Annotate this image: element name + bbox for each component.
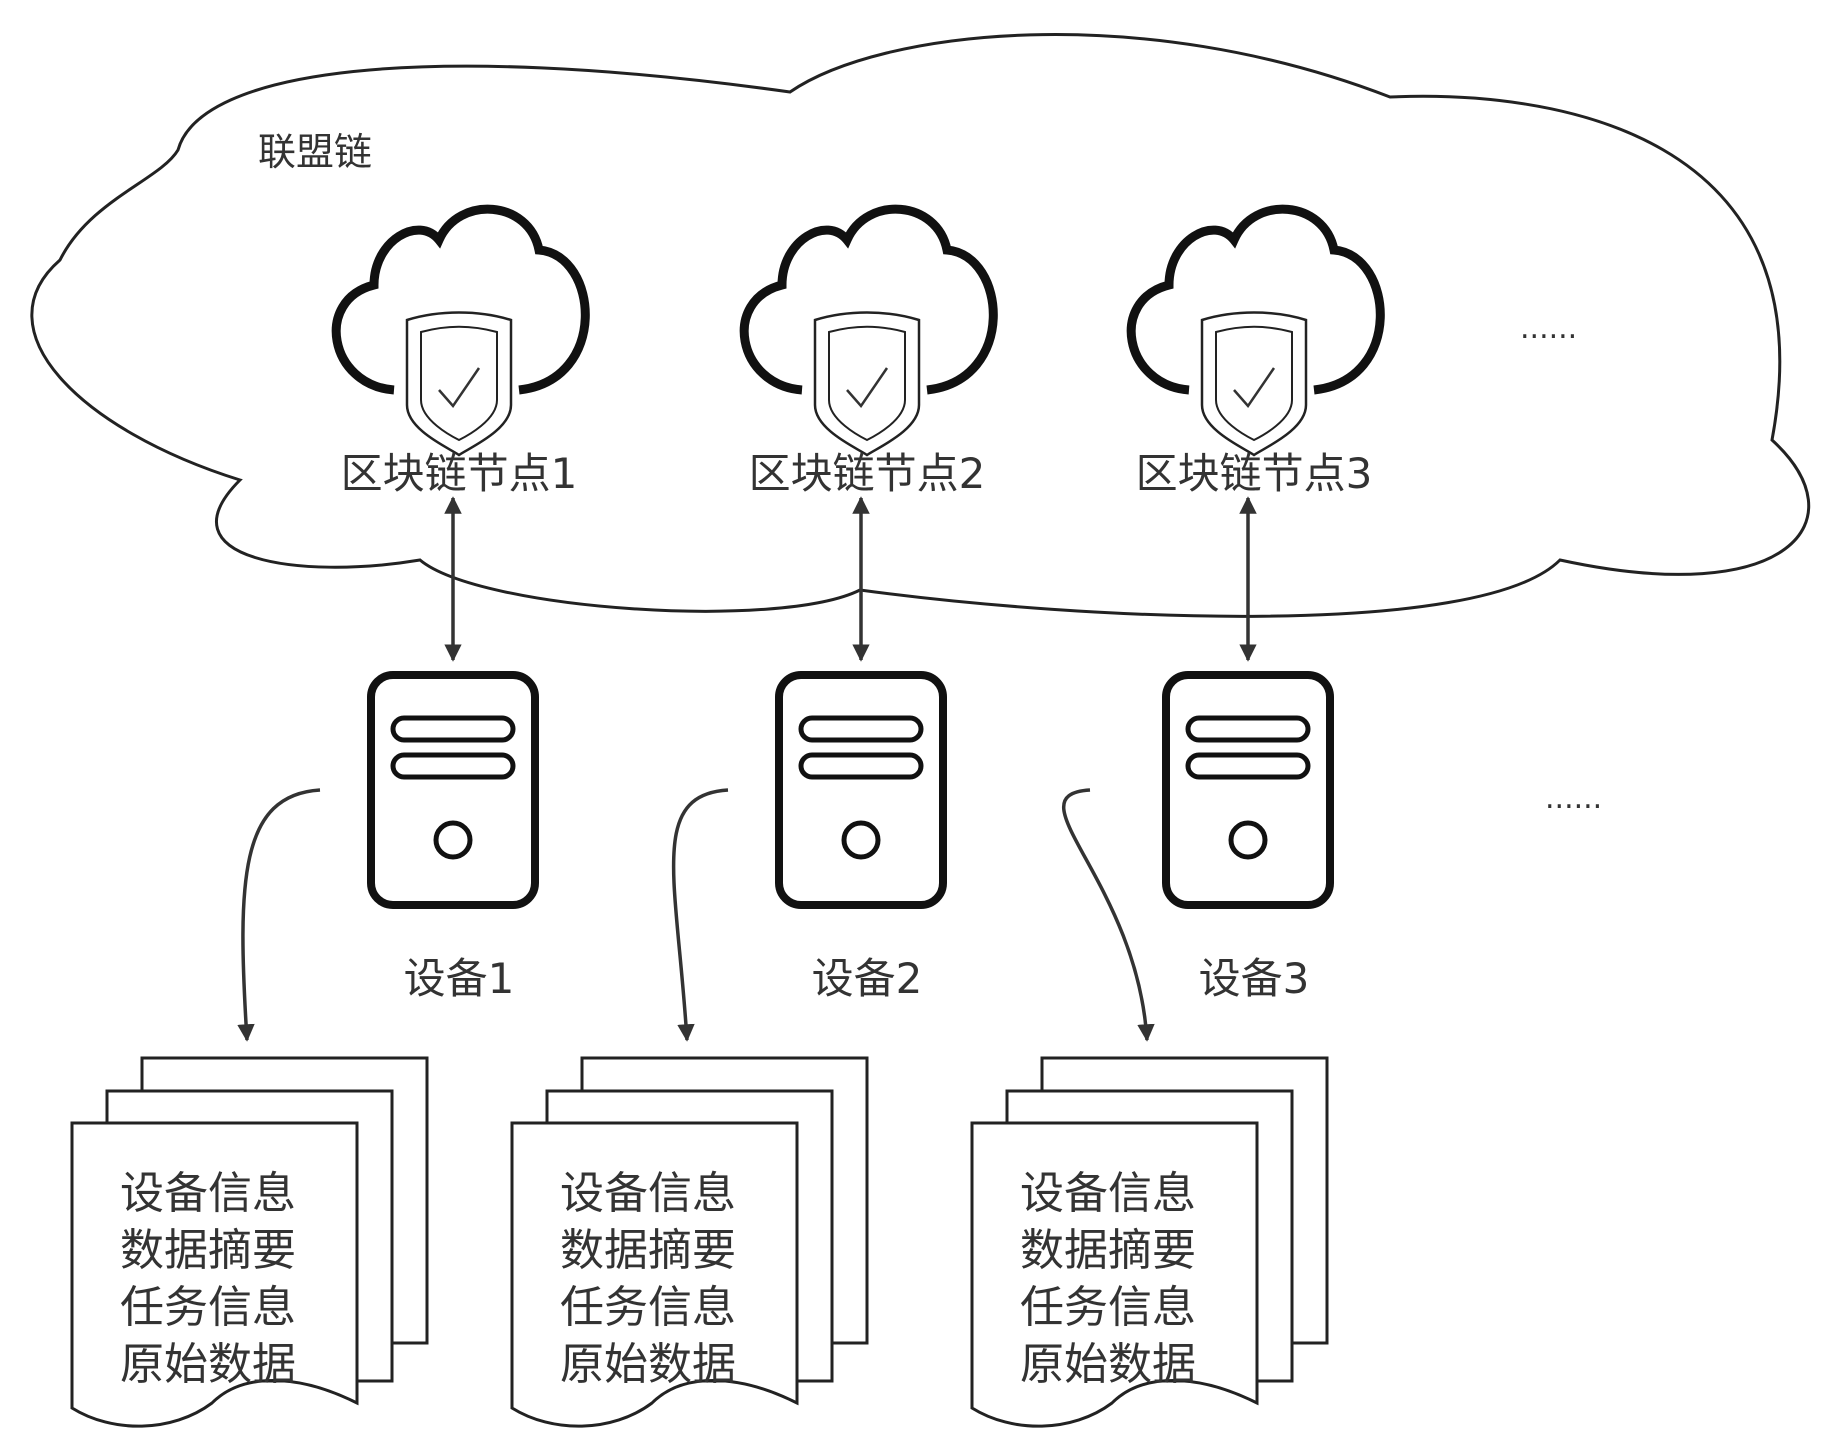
document-line: 原始数据 (120, 1339, 296, 1390)
node-label: 区块链节点1 (341, 449, 578, 498)
server-icon (1166, 675, 1330, 905)
data-flow-arrow (243, 790, 320, 1040)
node-label: 区块链节点3 (1136, 449, 1373, 498)
node-label: 区块链节点2 (749, 449, 986, 498)
document-line: 设备信息 (120, 1168, 296, 1219)
device-label: 设备1 (404, 954, 515, 1003)
device-1: 设备1 (371, 675, 535, 1003)
document-line: 数据摘要 (120, 1225, 296, 1276)
document-line: 任务信息 (120, 1282, 296, 1333)
document-line: 任务信息 (1020, 1282, 1196, 1333)
nodes-ellipsis: ...... (1520, 311, 1577, 346)
document-line: 设备信息 (560, 1168, 736, 1219)
data-flow-arrow (674, 790, 728, 1040)
device-2: 设备2 (779, 675, 943, 1003)
document-line: 任务信息 (560, 1282, 736, 1333)
document-line: 原始数据 (1020, 1339, 1196, 1390)
server-icon (371, 675, 535, 905)
devices-ellipsis: ...... (1545, 781, 1602, 816)
server-body (371, 675, 535, 905)
device-label: 设备2 (812, 954, 923, 1003)
document-line: 设备信息 (1020, 1168, 1196, 1219)
document-line: 原始数据 (560, 1339, 736, 1390)
server-icon (779, 675, 943, 905)
consortium-chain-title: 联盟链 (258, 130, 372, 174)
device-label: 设备3 (1199, 954, 1310, 1003)
server-body (1166, 675, 1330, 905)
document-line: 数据摘要 (560, 1225, 736, 1276)
server-body (779, 675, 943, 905)
data-flow-arrow (1064, 790, 1147, 1040)
document-line: 数据摘要 (1020, 1225, 1196, 1276)
device-3: 设备3 (1166, 675, 1330, 1003)
